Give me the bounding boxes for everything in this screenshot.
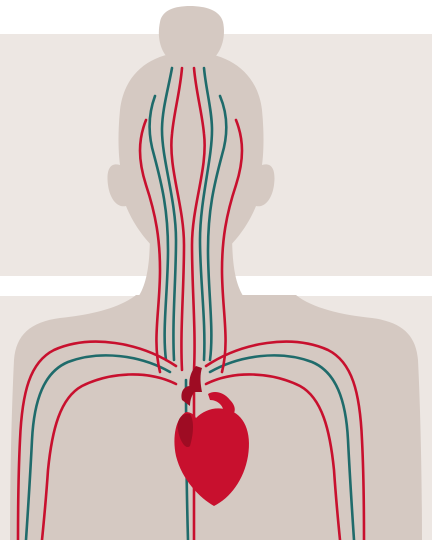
hair-bun (159, 6, 224, 58)
head (108, 52, 275, 248)
